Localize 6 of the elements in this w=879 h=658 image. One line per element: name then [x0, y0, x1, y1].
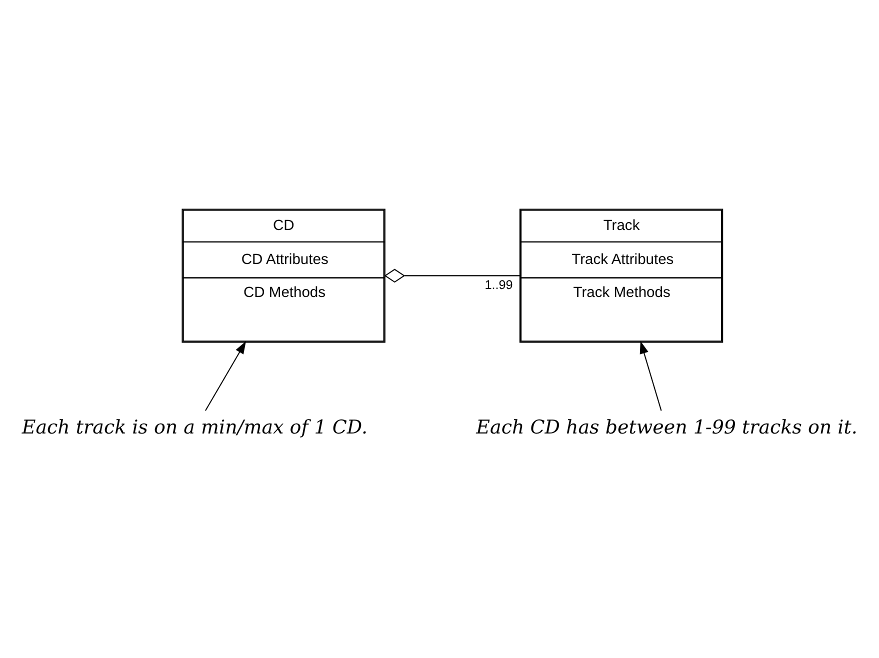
node-text: Each track is on a min/max of 1 CD. — [22, 416, 368, 438]
node-text: Each CD has between 1-99 tracks on it. — [476, 416, 858, 438]
connector — [384, 268, 520, 283]
arrow — [640, 341, 662, 411]
edge-label: 1..99 — [484, 278, 513, 292]
arrow — [205, 341, 246, 411]
